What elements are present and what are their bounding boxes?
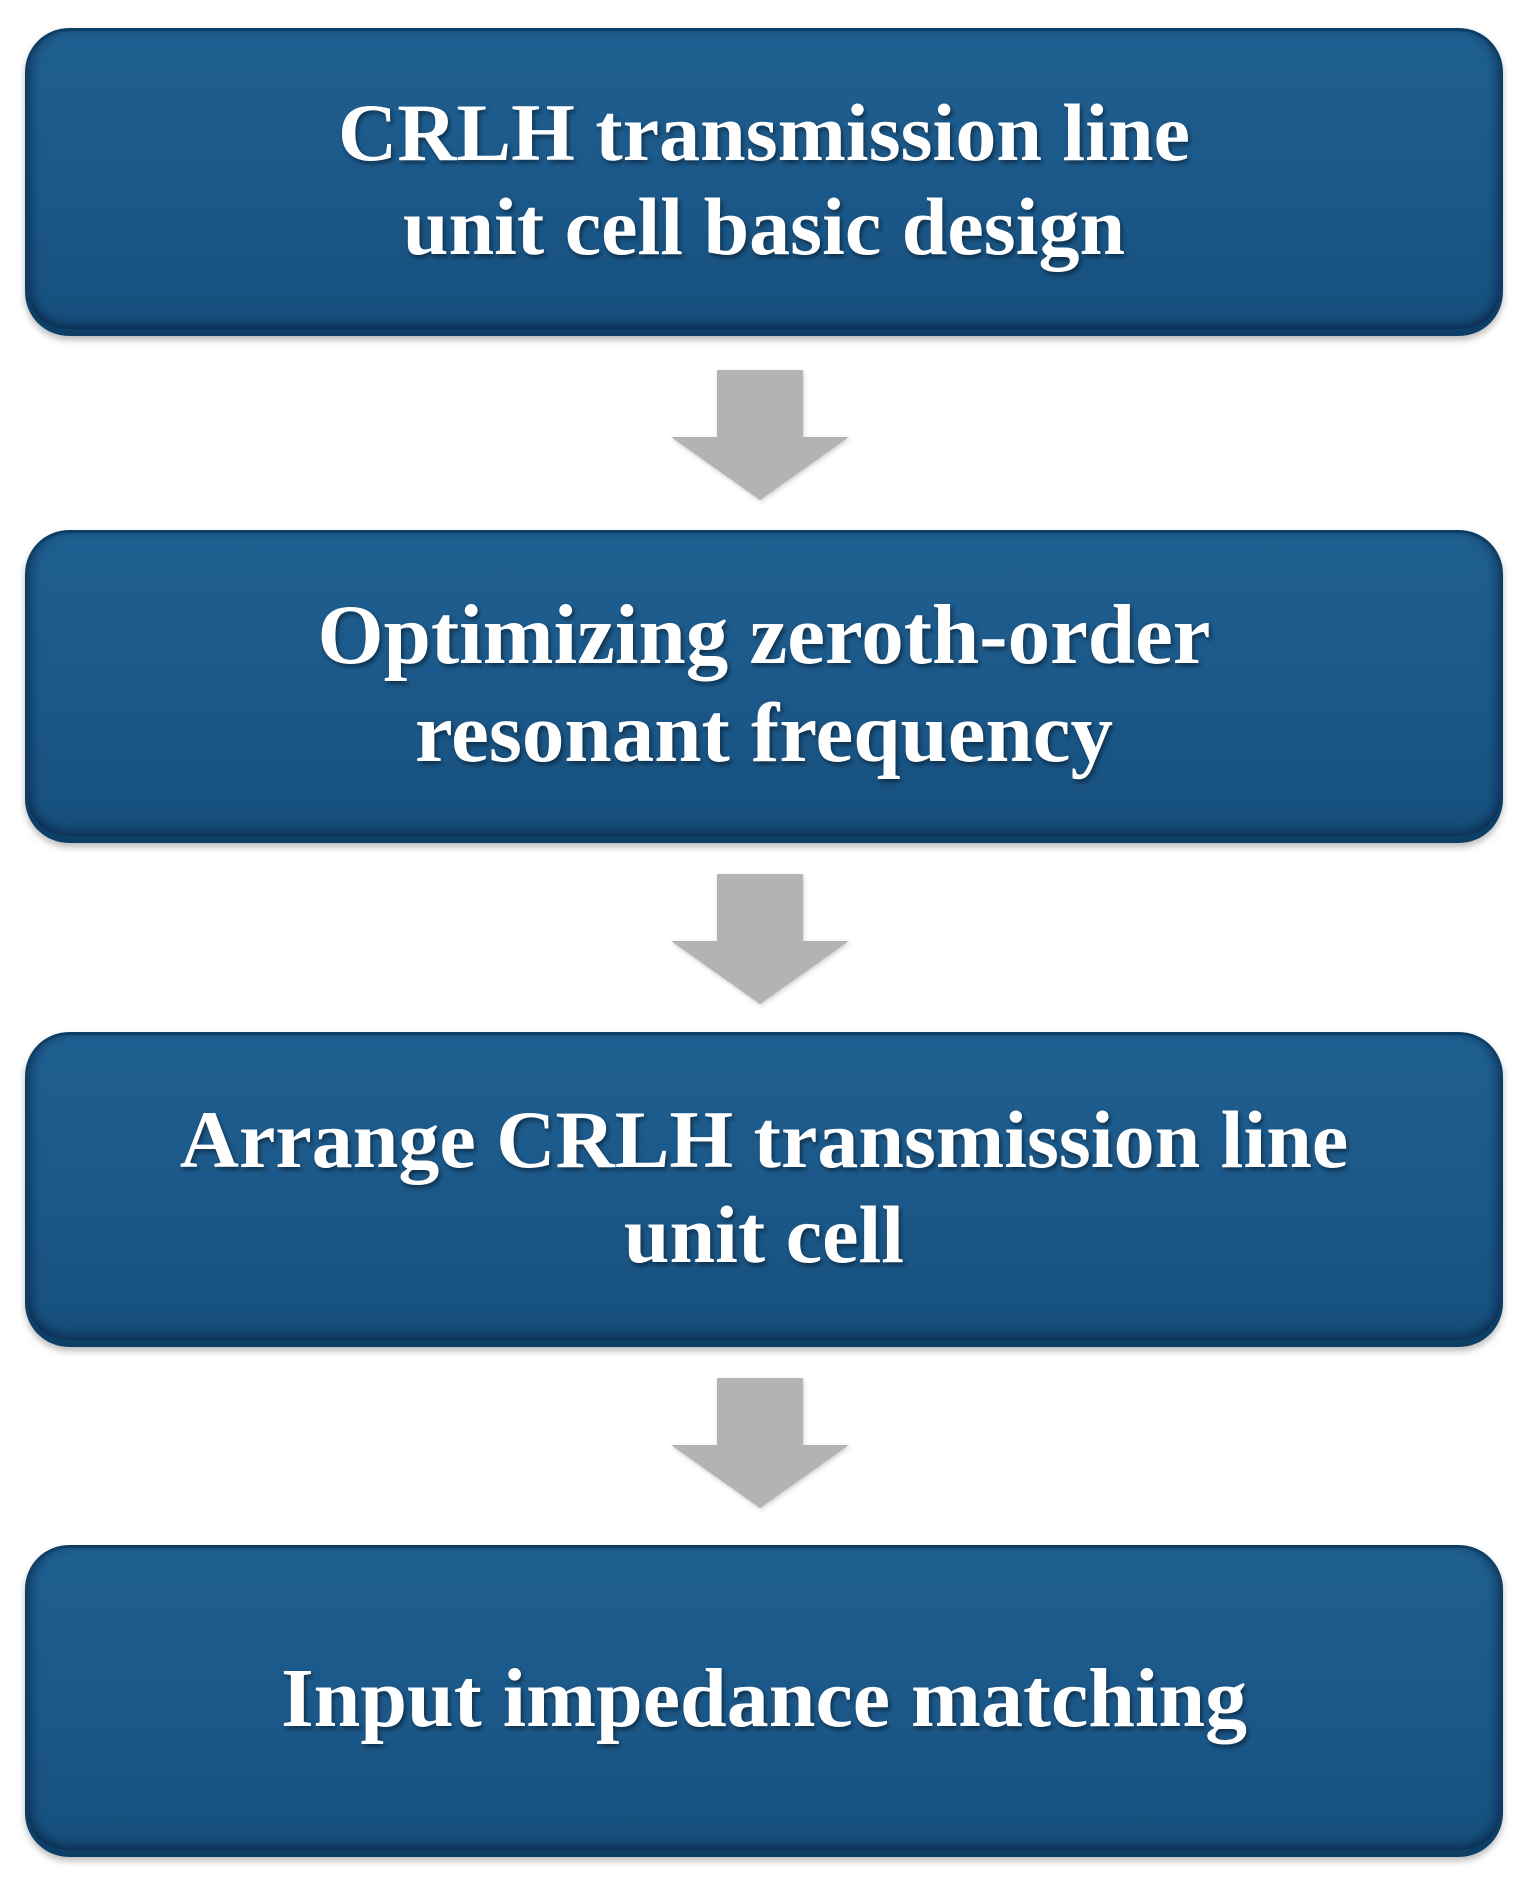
down-arrow-icon bbox=[671, 874, 849, 1004]
flow-step-2-label-line-1: Optimizing zeroth-order bbox=[317, 587, 1211, 682]
flow-step-3-label-line-1: Arrange CRLH transmission line bbox=[179, 1094, 1349, 1186]
down-arrow-icon bbox=[671, 1378, 849, 1508]
flow-step-3-label-line-2: unit cell bbox=[623, 1188, 905, 1280]
flow-step-1-label-line-2: unit cell basic design bbox=[402, 181, 1126, 272]
flow-step-1-label-line-1: CRLH transmission line bbox=[338, 86, 1190, 178]
flow-step-3-box: Arrange CRLH transmission line unit cell bbox=[25, 1032, 1503, 1347]
flow-step-4-label-line-1: Input impedance matching bbox=[280, 1651, 1248, 1745]
down-arrow-icon bbox=[671, 370, 849, 500]
flow-step-2-box: Optimizing zeroth-order resonant frequen… bbox=[25, 530, 1503, 843]
flow-step-2-label-line-2: resonant frequency bbox=[414, 685, 1114, 780]
flow-step-1-box: CRLH transmission line unit cell basic d… bbox=[25, 28, 1503, 336]
flow-step-4-box: Input impedance matching bbox=[25, 1545, 1503, 1857]
